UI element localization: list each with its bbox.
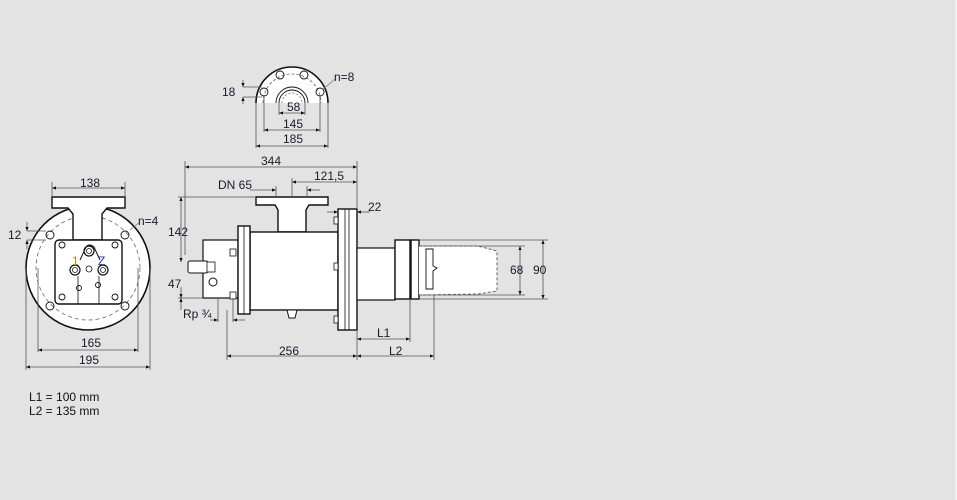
dim-flange-hole: 18 xyxy=(222,85,236,99)
note-l2: L2 = 135 mm xyxy=(29,404,100,418)
terminal-label-z: Z xyxy=(98,254,106,268)
terminal-label-1: 1 xyxy=(72,254,79,268)
dim-inlet-nominal: DN 65 xyxy=(218,178,253,192)
dim-flange-thickness: 22 xyxy=(368,200,382,214)
dim-inlet-offset: 121,5 xyxy=(314,169,345,183)
dim-front-bolt-circle: 165 xyxy=(81,336,102,350)
dim-height: 142 xyxy=(168,225,189,239)
side-view xyxy=(187,196,498,331)
dim-front-flange-width: 138 xyxy=(80,176,101,190)
side-view-dimensions xyxy=(178,161,548,360)
dim-flange-inner: 58 xyxy=(287,100,301,114)
note-l1: L1 = 100 mm xyxy=(29,390,100,404)
dim-tube-outer: 90 xyxy=(533,263,547,277)
dim-connection-thread: Rp ¾ xyxy=(183,307,212,321)
dim-front-bolt-offset: 12 xyxy=(8,228,22,242)
dim-body-length: 256 xyxy=(279,344,300,358)
dim-front-outer: 195 xyxy=(79,353,100,367)
dim-offset-low: 47 xyxy=(168,277,182,291)
dim-front-bolt-count: n=4 xyxy=(138,214,159,228)
flange-top-view xyxy=(255,66,336,104)
front-view-dimensions xyxy=(25,182,151,370)
dim-l1: L1 xyxy=(377,326,391,340)
dim-flange-bolt-count: n=8 xyxy=(334,70,355,84)
dim-overall-length: 344 xyxy=(261,154,282,168)
page-edge xyxy=(955,0,957,500)
front-view xyxy=(25,196,151,331)
flange-top-dimensions xyxy=(241,80,329,148)
dim-tube-inner: 68 xyxy=(510,263,524,277)
dim-flange-bolt-circle: 145 xyxy=(283,117,304,131)
dim-flange-outer: 185 xyxy=(283,132,304,146)
dim-l2: L2 xyxy=(389,344,403,358)
